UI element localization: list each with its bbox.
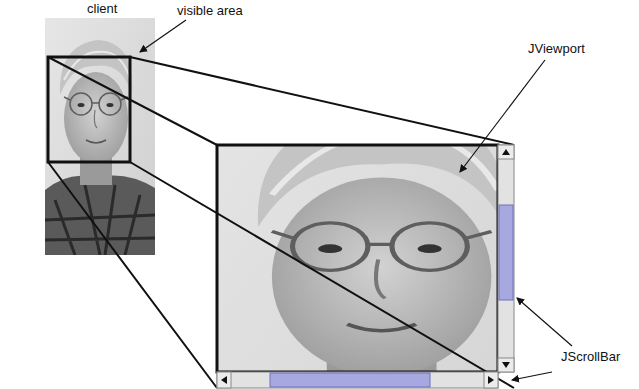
visible-area-rect <box>48 57 130 162</box>
vertical-scrollbar <box>498 145 514 372</box>
viewport-label: JViewport <box>527 41 586 56</box>
scrollbar-label: JScrollBar <box>560 349 621 364</box>
horizontal-scrollbar <box>217 372 498 388</box>
viewport-image <box>217 145 498 372</box>
client-photo <box>45 18 155 255</box>
projection-line <box>48 57 514 388</box>
client-label: client <box>86 1 118 16</box>
leader-line <box>140 20 572 380</box>
viewport-frame <box>217 145 498 372</box>
visible-area-label: visible area <box>176 3 244 18</box>
